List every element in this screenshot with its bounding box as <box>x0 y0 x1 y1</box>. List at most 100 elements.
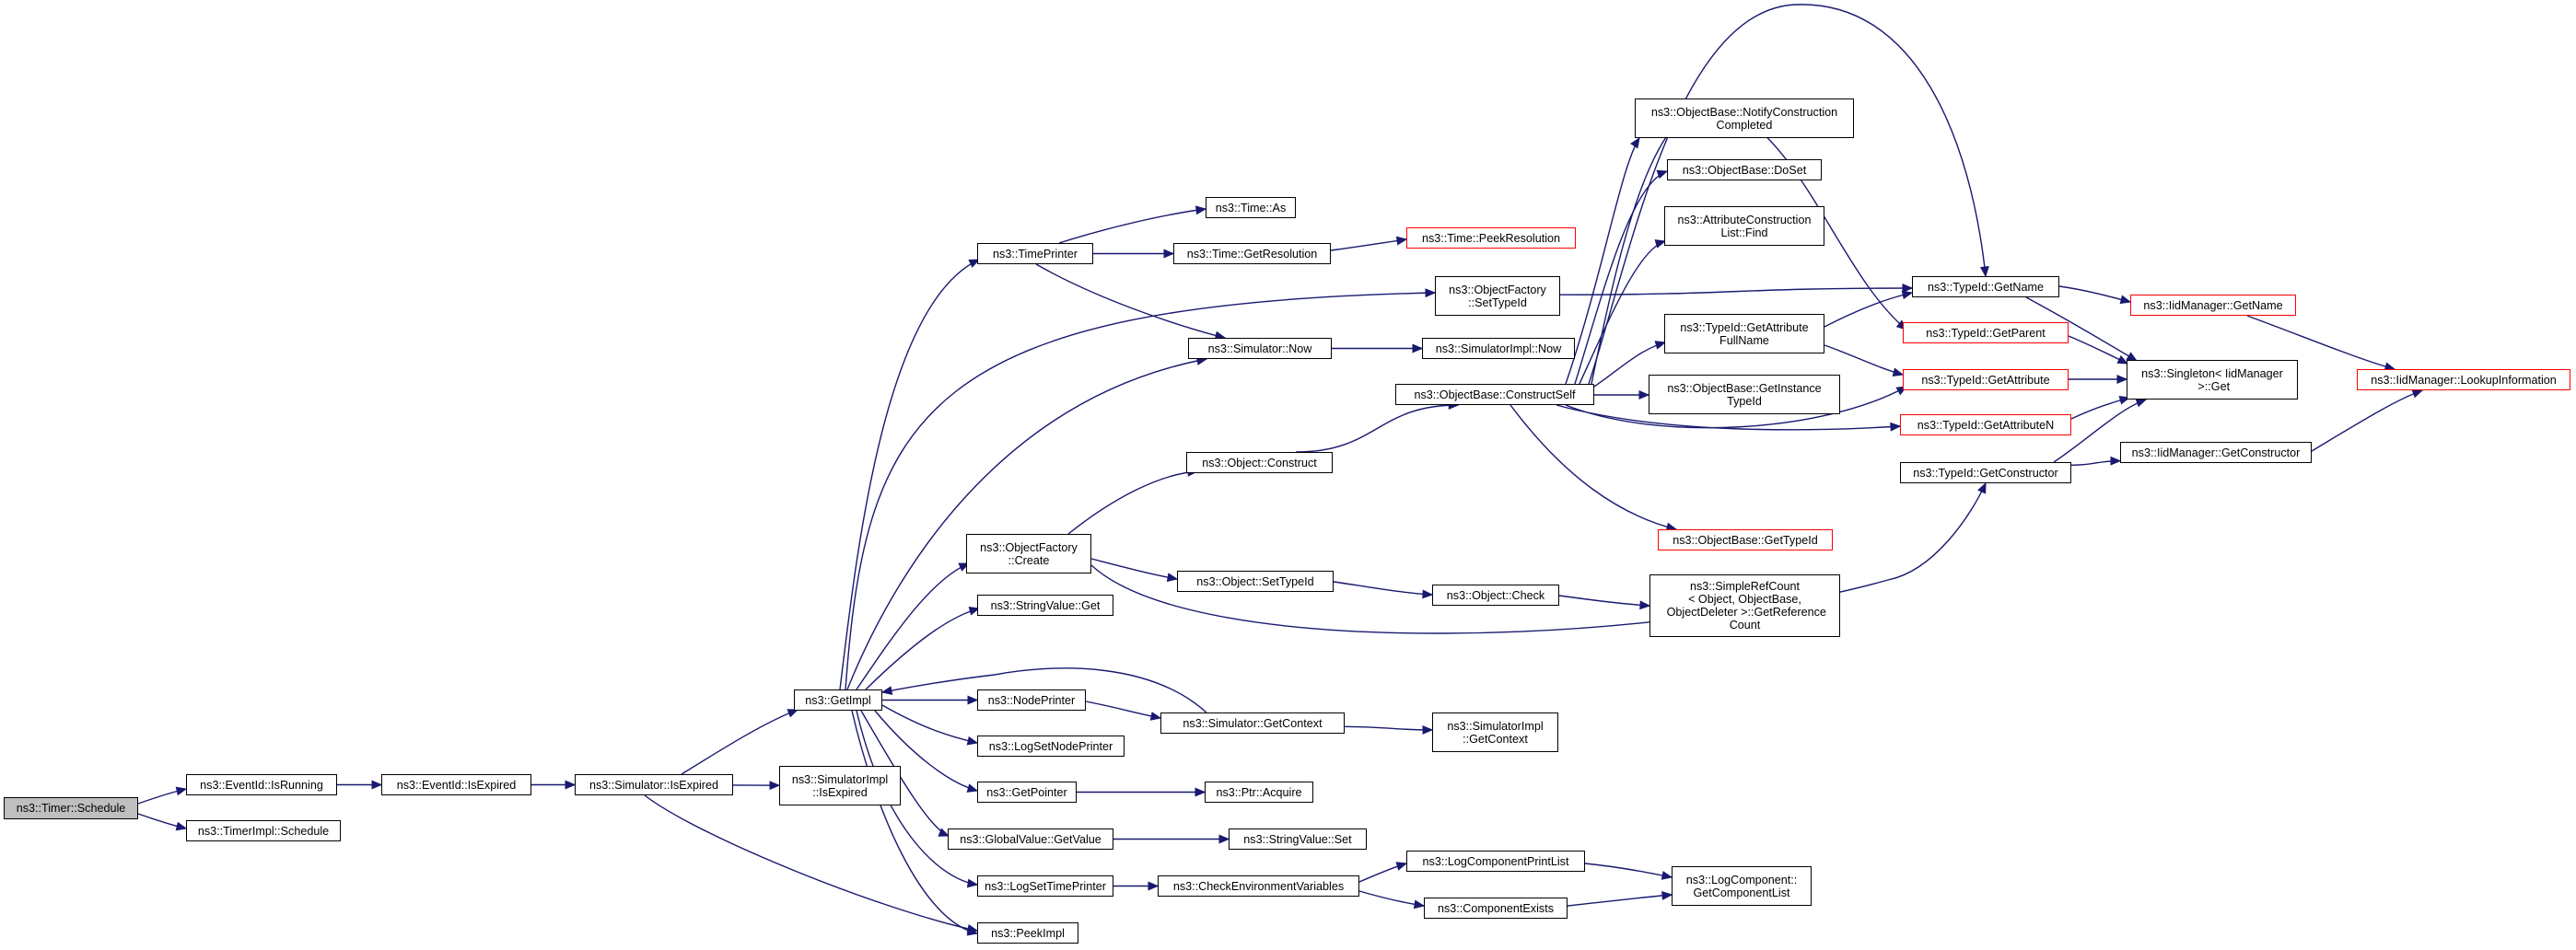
node-component-exists[interactable]: ns3::ComponentExists <box>1424 898 1568 919</box>
node-sim-impl-get-context[interactable]: ns3::SimulatorImpl ::GetContext <box>1432 712 1558 752</box>
node-simple-ref-count[interactable]: ns3::SimpleRefCount < Object, ObjectBase… <box>1649 574 1840 637</box>
node-label: ns3::LogSetNodePrinter <box>988 739 1113 753</box>
node-type-id-get-constructor[interactable]: ns3::TypeId::GetConstructor <box>1900 462 2071 483</box>
node-timer-impl-schedule[interactable]: ns3::TimerImpl::Schedule <box>186 820 341 841</box>
node-label: ns3::TimePrinter <box>993 247 1078 261</box>
node-ob-get-type-id[interactable]: ns3::ObjectBase::GetTypeId <box>1658 529 1833 550</box>
node-type-id-get-attribute[interactable]: ns3::TypeId::GetAttribute <box>1903 369 2069 390</box>
edge-type-id-get-attr-full-name-to-type-id-get-name <box>1824 292 1913 328</box>
node-of-set-type-id[interactable]: ns3::ObjectFactory ::SetTypeId <box>1435 276 1560 316</box>
edge-get-impl-to-time-printer <box>839 259 980 690</box>
edge-arrowhead <box>1412 343 1424 353</box>
node-log-set-time-printer[interactable]: ns3::LogSetTimePrinter <box>977 875 1113 897</box>
edge-construct-self-to-notify-construction <box>1565 137 1640 385</box>
node-iid-get-name[interactable]: ns3::IidManager::GetName <box>2130 295 2296 316</box>
node-label: ns3::ObjectBase::ConstructSelf <box>1414 388 1576 401</box>
node-singleton-get[interactable]: ns3::Singleton< IidManager >::Get <box>2127 360 2298 400</box>
node-get-pointer[interactable]: ns3::GetPointer <box>977 782 1077 803</box>
edge-arrowhead <box>1413 899 1426 909</box>
node-get-impl[interactable]: ns3::GetImpl <box>794 689 882 711</box>
edge-arrowhead <box>1654 341 1667 350</box>
node-type-id-get-parent[interactable]: ns3::TypeId::GetParent <box>1903 322 2069 343</box>
edge-construct-self-to-type-id-get-attribute <box>1565 386 1907 429</box>
node-ptr-acquire[interactable]: ns3::Ptr::Acquire <box>1205 782 1313 803</box>
node-time-get-res[interactable]: ns3::Time::GetResolution <box>1173 243 1331 264</box>
node-label: ns3::Object::Construct <box>1202 456 1317 469</box>
edge-component-exists-to-log-comp-get-list <box>1567 894 1673 907</box>
edge-get-impl-to-get-pointer <box>874 710 978 792</box>
node-string-value-get[interactable]: ns3::StringValue::Get <box>977 595 1113 616</box>
node-iid-get-constructor[interactable]: ns3::IidManager::GetConstructor <box>2120 442 2312 463</box>
node-obj-check[interactable]: ns3::Object::Check <box>1432 585 1559 606</box>
node-global-value-get[interactable]: ns3::GlobalValue::GetValue <box>948 828 1113 850</box>
edge-iid-get-constructor-to-iid-lookup-info <box>2311 389 2423 452</box>
node-label: ns3::Object::Check <box>1446 588 1545 602</box>
node-peek-impl[interactable]: ns3::PeekImpl <box>977 922 1078 944</box>
edge-sim-get-context-to-sim-impl-get-context <box>1344 725 1433 731</box>
edge-time-printer-to-sim-now <box>1035 263 1226 339</box>
node-label: ns3::ComponentExists <box>1438 901 1554 915</box>
edge-arrowhead <box>1166 573 1179 583</box>
node-is-running[interactable]: ns3::EventId::IsRunning <box>186 774 337 795</box>
edge-of-set-type-id-to-type-id-get-name <box>1559 287 1913 295</box>
node-construct-self[interactable]: ns3::ObjectBase::ConstructSelf <box>1395 384 1594 405</box>
edge-arrowhead <box>1639 600 1651 610</box>
node-label: ns3::TypeId::GetAttributeN <box>1917 418 2055 432</box>
edge-node-printer-to-sim-get-context <box>1085 701 1161 719</box>
node-label: ns3::SimulatorImpl::Now <box>1435 342 1562 355</box>
node-type-id-get-attribute-n[interactable]: ns3::TypeId::GetAttributeN <box>1900 414 2071 435</box>
edge-arrowhead <box>1149 712 1162 721</box>
edge-arrowhead <box>967 695 979 705</box>
edge-log-comp-print-list-to-log-comp-get-list <box>1584 863 1673 878</box>
node-node-printer[interactable]: ns3::NodePrinter <box>977 689 1086 711</box>
node-check-env-vars[interactable]: ns3::CheckEnvironmentVariables <box>1158 875 1359 897</box>
node-type-id-get-name[interactable]: ns3::TypeId::GetName <box>1912 276 2059 297</box>
edge-construct-self-to-do-set <box>1574 170 1668 385</box>
node-string-value-set[interactable]: ns3::StringValue::Set <box>1229 828 1367 850</box>
node-ob-get-instance-type-id[interactable]: ns3::ObjectBase::GetInstance TypeId <box>1649 375 1840 414</box>
edge-arrowhead <box>2116 375 2128 384</box>
node-sim-get-context[interactable]: ns3::Simulator::GetContext <box>1160 712 1345 734</box>
node-label: ns3::Object::SetTypeId <box>1196 574 1314 588</box>
node-sim-impl-now[interactable]: ns3::SimulatorImpl::Now <box>1422 338 1575 359</box>
node-attr-construction-find[interactable]: ns3::AttributeConstruction List::Find <box>1664 206 1824 246</box>
node-label: ns3::TypeId::GetParent <box>1926 326 2046 340</box>
node-obj-construct[interactable]: ns3::Object::Construct <box>1186 452 1333 473</box>
edge-arrowhead <box>1656 169 1669 180</box>
edge-arrowhead <box>2411 388 2424 399</box>
node-label: ns3::Singleton< IidManager >::Get <box>2141 366 2283 393</box>
node-of-create[interactable]: ns3::ObjectFactory ::Create <box>966 534 1091 573</box>
node-iid-lookup-info[interactable]: ns3::IidManager::LookupInformation <box>2357 369 2570 390</box>
node-sim-impl-is-expired[interactable]: ns3::SimulatorImpl ::IsExpired <box>779 766 901 805</box>
edge-arrowhead <box>966 736 979 746</box>
edge-get-impl-to-peek-impl <box>851 710 978 934</box>
edge-arrowhead <box>1163 249 1175 259</box>
edge-check-env-vars-to-component-exists <box>1358 890 1425 907</box>
edge-get-impl-to-of-set-type-id <box>845 292 1436 690</box>
node-time-printer[interactable]: ns3::TimePrinter <box>977 243 1093 264</box>
node-do-set[interactable]: ns3::ObjectBase::DoSet <box>1667 159 1822 180</box>
node-log-comp-print-list[interactable]: ns3::LogComponentPrintList <box>1406 851 1585 872</box>
edge-get-impl-to-sim-now <box>846 358 1207 690</box>
node-label: ns3::SimulatorImpl ::GetContext <box>1447 719 1544 746</box>
node-notify-construction[interactable]: ns3::ObjectBase::NotifyConstruction Comp… <box>1635 98 1854 138</box>
node-label: ns3::Simulator::GetContext <box>1183 716 1323 730</box>
edge-obj-set-type-id-to-obj-check <box>1333 581 1433 596</box>
edge-arrowhead <box>2135 398 2148 408</box>
node-event-id-is-expired[interactable]: ns3::EventId::IsExpired <box>381 774 531 795</box>
node-time-peek-res[interactable]: ns3::Time::PeekResolution <box>1406 227 1576 249</box>
node-sim-now[interactable]: ns3::Simulator::Now <box>1188 338 1332 359</box>
node-log-set-node-printer[interactable]: ns3::LogSetNodePrinter <box>977 736 1125 757</box>
edge-arrowhead <box>966 783 979 793</box>
node-label: ns3::AttributeConstruction List::Find <box>1677 213 1812 239</box>
node-time-as[interactable]: ns3::Time::As <box>1206 197 1296 218</box>
node-sim-is-expired[interactable]: ns3::Simulator::IsExpired <box>575 774 733 795</box>
edge-arrowhead <box>1395 862 1408 871</box>
edge-arrowhead <box>787 709 799 718</box>
node-log-comp-get-list[interactable]: ns3::LogComponent:: GetComponentList <box>1672 866 1812 906</box>
edge-arrowhead <box>1902 284 1914 293</box>
edge-construct-self-to-ob-get-type-id <box>1509 404 1677 530</box>
node-obj-set-type-id[interactable]: ns3::Object::SetTypeId <box>1177 571 1334 592</box>
node-type-id-get-attr-full-name[interactable]: ns3::TypeId::GetAttribute FullName <box>1664 314 1824 353</box>
